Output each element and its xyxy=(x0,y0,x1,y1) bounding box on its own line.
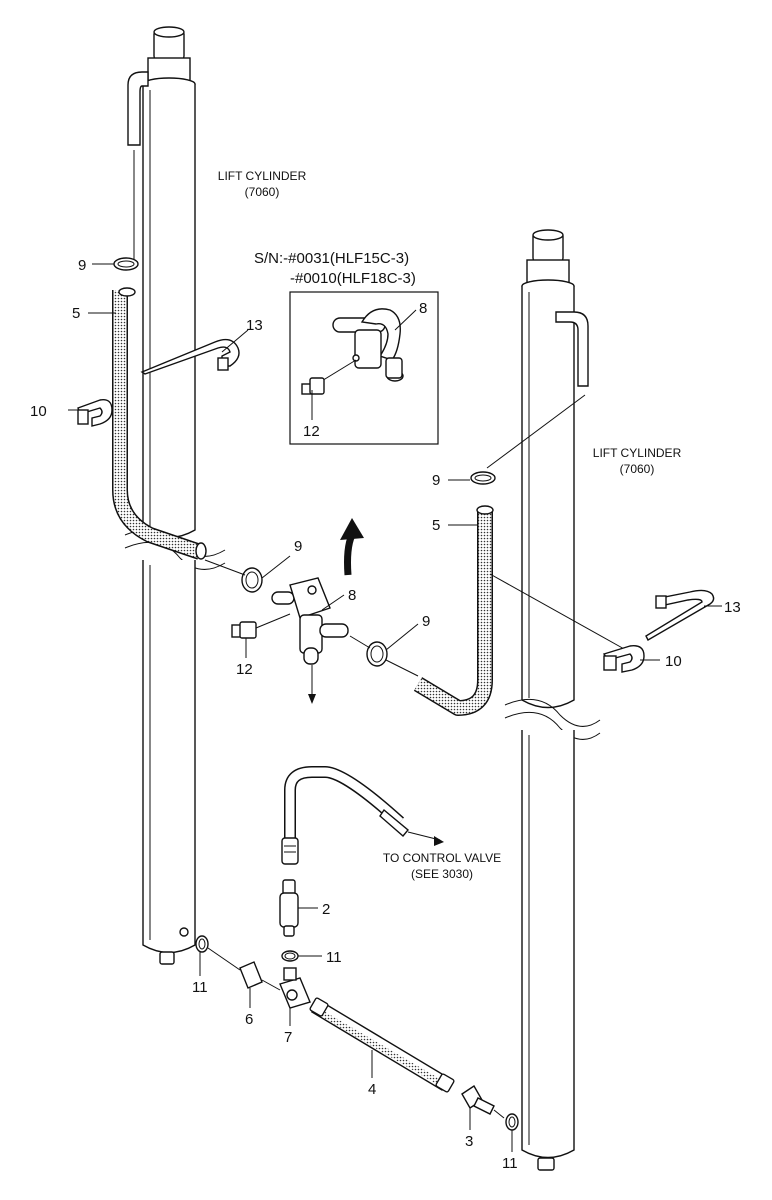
control-valve-note: TO CONTROL VALVE (SEE 3030) xyxy=(383,851,501,881)
serial-note: S/N:-#0031(HLF15C-3) -#0010(HLF18C-3) xyxy=(254,250,416,287)
lift-cylinder-note-left: LIFT CYLINDER (7060) xyxy=(218,169,307,199)
rotation-arrow xyxy=(340,518,364,576)
o-ring-center xyxy=(281,950,299,962)
tee-part-7 xyxy=(279,967,311,1009)
lift-cylinder-label-right: LIFT CYLINDER xyxy=(593,446,682,460)
cable-tie-left xyxy=(140,338,240,375)
callout-12-mid: 12 xyxy=(236,661,253,678)
hose-clamp-mid-left xyxy=(204,559,263,593)
callout-9-mid-right: 9 xyxy=(422,613,430,630)
callout-12-inset: 12 xyxy=(303,423,320,440)
hose-clip-left xyxy=(77,399,113,427)
callout-4: 4 xyxy=(368,1081,376,1098)
callout-11-right: 11 xyxy=(502,1155,518,1172)
control-valve-label: TO CONTROL VALVE xyxy=(383,851,501,865)
lift-cylinder-note-right: LIFT CYLINDER (7060) xyxy=(593,446,682,476)
hose-clamp-right xyxy=(470,471,496,485)
connector-part-6 xyxy=(207,947,281,991)
lift-cylinder-label-left: LIFT CYLINDER xyxy=(218,169,307,183)
hose-to-control-valve xyxy=(281,766,444,865)
tube-part-4 xyxy=(309,997,455,1093)
callout-7: 7 xyxy=(284,1029,292,1046)
callout-9-top: 9 xyxy=(78,257,86,274)
right-lift-cylinder xyxy=(504,229,601,1171)
callout-8-inset: 8 xyxy=(419,300,427,317)
hose-clip-right xyxy=(602,645,645,673)
bolt-part-12 xyxy=(231,613,291,639)
cable-tie-right xyxy=(645,589,715,641)
lift-cylinder-code-right: (7060) xyxy=(620,462,655,476)
callout-9-mid-left: 9 xyxy=(294,538,302,555)
serial-number-inset xyxy=(289,291,439,445)
callout-11-center: 11 xyxy=(326,949,342,966)
leader-lines xyxy=(68,263,722,1152)
callout-5-right: 5 xyxy=(432,517,440,534)
o-ring-left xyxy=(195,935,209,953)
callout-11-left: 11 xyxy=(192,979,208,996)
callout-13-right: 13 xyxy=(724,599,741,616)
hose-clamp-mid-right xyxy=(349,635,419,677)
lift-cylinder-code-left: (7060) xyxy=(245,185,280,199)
callout-6: 6 xyxy=(245,1011,253,1028)
left-cylinder-pipe-hook xyxy=(127,71,149,260)
serial-line-2: -#0010(HLF18C-3) xyxy=(290,270,416,287)
hose-clamp-top xyxy=(113,257,139,271)
control-valve-ref: (SEE 3030) xyxy=(411,867,473,881)
callout-2: 2 xyxy=(322,901,330,918)
o-ring-right xyxy=(505,1113,519,1131)
callout-10-right: 10 xyxy=(665,653,682,670)
callout-13-left: 13 xyxy=(246,317,263,334)
hose-right-part-5 xyxy=(413,505,494,716)
callout-8-mid: 8 xyxy=(348,587,356,604)
hose-left-part-5 xyxy=(112,287,207,560)
valve-part-2 xyxy=(279,879,299,937)
callout-5-left: 5 xyxy=(72,305,80,322)
right-cylinder-pipe-hook xyxy=(486,311,589,469)
callout-10-left: 10 xyxy=(30,403,47,420)
left-lift-cylinder xyxy=(124,26,226,965)
fitting-part-3 xyxy=(461,1085,505,1119)
tee-fitting-part-8 xyxy=(271,577,349,704)
callout-3: 3 xyxy=(465,1133,473,1150)
callout-9-right: 9 xyxy=(432,472,440,489)
callout-numbers: 9 5 13 10 8 12 9 8 12 9 9 5 13 10 2 11 1… xyxy=(30,257,741,1172)
serial-line-1: S/N:-#0031(HLF15C-3) xyxy=(254,250,409,267)
